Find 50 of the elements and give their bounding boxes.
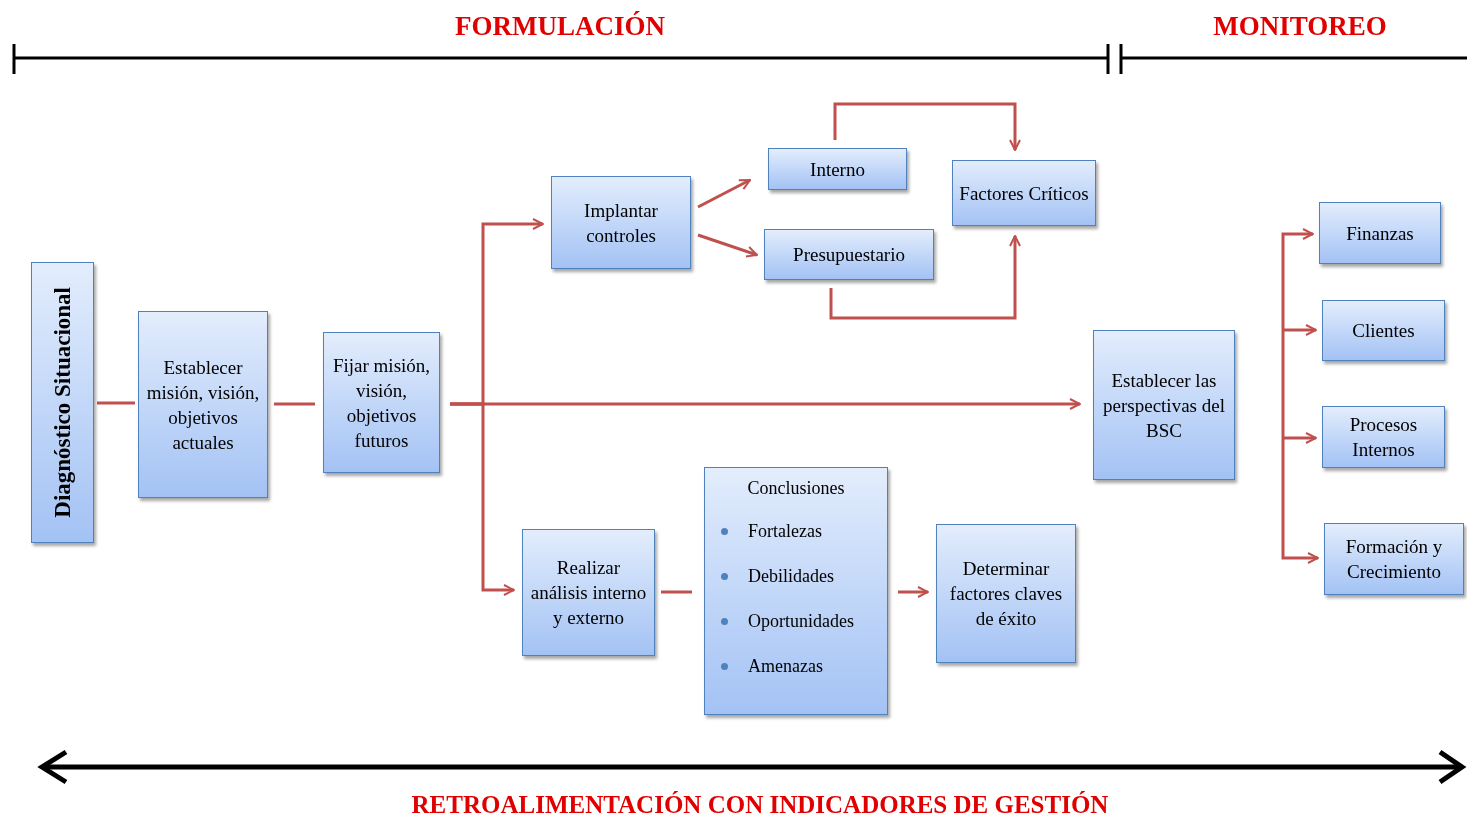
box-heading: Conclusiones xyxy=(747,477,845,500)
box-label: Fijar misión, visión, objetivos futuros xyxy=(331,353,432,453)
process-box xyxy=(952,160,1096,226)
arrow xyxy=(1283,324,1317,336)
section-heading: RETROALIMENTACIÓN CON INDICADORES DE GESTIÓN xyxy=(410,790,1110,817)
connector-line xyxy=(97,401,135,405)
process-box xyxy=(323,332,440,473)
process-box xyxy=(764,229,934,280)
box-label: Establecer misión, visión, objetivos actuales xyxy=(145,355,261,455)
arrow xyxy=(829,235,1021,320)
list-item: Amenazas xyxy=(748,655,823,678)
box-label: Procesos Internos xyxy=(1348,413,1419,462)
arrow xyxy=(450,402,515,596)
list-box xyxy=(704,467,888,715)
process-box xyxy=(551,176,691,269)
box-label: Finanzas xyxy=(1346,221,1414,246)
process-box xyxy=(138,311,268,498)
process-box xyxy=(1319,202,1441,264)
arrow xyxy=(697,178,751,209)
arrow xyxy=(1281,396,1319,564)
list-item: Fortalezas xyxy=(748,520,822,543)
process-box xyxy=(31,262,94,543)
connector-line xyxy=(661,590,692,594)
process-box xyxy=(768,148,907,190)
process-box xyxy=(522,529,655,656)
process-box xyxy=(1093,330,1235,480)
box-label: Establecer las perspectivas del BSC xyxy=(1102,368,1226,443)
box-label: Diagnóstico Situacional xyxy=(50,287,75,518)
process-box xyxy=(1324,523,1464,595)
process-box xyxy=(1322,406,1445,468)
list-item: Oportunidades xyxy=(748,610,854,633)
box-label: Formación y Crecimiento xyxy=(1344,535,1444,584)
box-label: Factores Críticos xyxy=(959,181,1089,206)
arrow xyxy=(1281,228,1314,396)
arrow xyxy=(833,102,1021,151)
box-label: Determinar factores claves de éxito xyxy=(948,557,1064,631)
arrow xyxy=(697,233,758,258)
process-box xyxy=(1322,300,1445,361)
arrow xyxy=(1283,432,1317,444)
process-box xyxy=(936,524,1076,663)
connector-line xyxy=(274,402,315,406)
box-label: Clientes xyxy=(1352,319,1415,343)
section-heading: FORMULACIÓN xyxy=(454,10,666,43)
box-label: Interno xyxy=(810,157,865,182)
arrow xyxy=(898,586,929,598)
list-item: Debilidades xyxy=(748,565,834,588)
section-heading: MONITOREO xyxy=(1212,10,1388,43)
box-label: Implantar controles xyxy=(583,198,659,248)
box-label: Presupuestario xyxy=(793,243,905,267)
box-label: Realizar análisis interno y externo xyxy=(529,556,648,630)
